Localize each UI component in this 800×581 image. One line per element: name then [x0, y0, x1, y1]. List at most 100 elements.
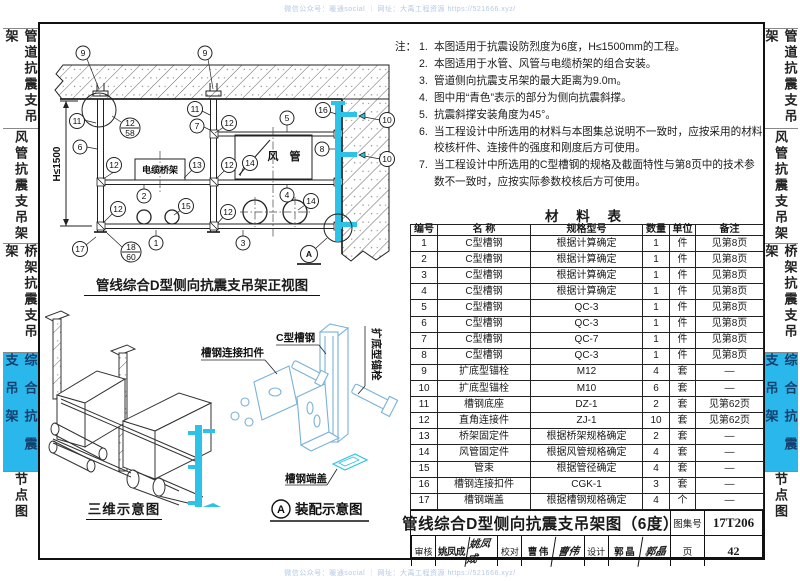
svg-text:11: 11	[73, 116, 82, 126]
svg-text:15: 15	[181, 201, 191, 211]
notes: 注： 1.本图适用于抗震设防烈度为6度，H≤1500mm的工程。 2.本图适用于…	[395, 39, 763, 191]
seismic-brace	[331, 101, 357, 241]
svg-text:14: 14	[245, 158, 255, 168]
svg-text:7: 7	[195, 121, 200, 131]
svg-text:6: 6	[78, 142, 83, 152]
hanger-channel-middle	[205, 83, 222, 233]
svg-text:10: 10	[382, 154, 392, 164]
assembly-title: A 装配示意图	[270, 499, 369, 522]
note-item: 7.当工程设计中所选用的C型槽钢的规格及截面特性与第8页中的技术参数不一致时，应…	[419, 159, 755, 189]
svg-text:12: 12	[109, 160, 119, 170]
right-sidebar: 管道抗震支吊架风管抗震支吊架桥架抗震支吊架综合抗震支吊架节点图	[763, 28, 798, 520]
anchor-bolt-small	[291, 360, 329, 388]
detail-circle-top-left	[81, 92, 117, 128]
sidebar-tab: 综合抗震支吊架	[3, 352, 38, 471]
svg-text:5: 5	[285, 113, 290, 123]
svg-text:11: 11	[191, 104, 200, 114]
signature-row: 审核 姚凤成 姚凤成 校对 曹 伟 曹伟 设计 郭 晶 郭晶	[411, 535, 673, 567]
iso-brace	[188, 425, 221, 507]
svg-text:C型槽钢: C型槽钢	[276, 331, 315, 344]
svg-text:A: A	[306, 249, 312, 259]
signature-group: 审核 姚凤成 姚凤成	[411, 535, 500, 567]
channel-end-cap	[331, 453, 369, 471]
signature: 郭晶	[637, 535, 673, 567]
atlas-number-label: 图集号	[670, 511, 704, 536]
hanger-channel-left	[92, 83, 109, 233]
sidebar-tab: 节点图	[3, 471, 38, 520]
sidebar-tab: 风管抗震支吊架	[3, 128, 38, 243]
note-item: 5.抗震斜撑安装角度为45°。	[419, 108, 556, 121]
material-table-title: 材 料 表	[544, 209, 628, 224]
svg-text:60: 60	[126, 252, 136, 262]
svg-text:18: 18	[126, 242, 136, 252]
signature-group: 校对 曹 伟 曹伟	[497, 535, 587, 567]
sidebar-tab: 综合抗震支吊架	[763, 352, 798, 471]
svg-text:14: 14	[306, 196, 316, 206]
drawing-title: 管线综合D型侧向抗震支吊架图（6度）	[402, 511, 678, 536]
signature: 曹伟	[550, 535, 587, 567]
svg-text:槽钢连接扣件: 槽钢连接扣件	[201, 346, 264, 359]
signature-group: 设计 郭 晶 郭晶	[583, 535, 673, 567]
note-item: 3.管道侧向抗震支吊架的最大距离为9.0m。	[419, 74, 628, 87]
channel-connector-bracket	[230, 365, 341, 452]
front-view-title: 管线综合D型侧向抗震支吊架正视图	[84, 274, 320, 296]
page-label: 页	[670, 536, 704, 566]
iso-view-drawing	[45, 310, 221, 507]
middle-member	[97, 179, 342, 185]
note-item: 2.本图适用于水管、风管与电缆桥架的组合安装。	[419, 57, 657, 70]
sidebar-tab: 风管抗震支吊架	[763, 128, 798, 243]
svg-text:扩底型锚栓: 扩底型锚栓	[370, 328, 383, 381]
svg-text:2: 2	[142, 191, 147, 201]
svg-text:17: 17	[75, 244, 85, 254]
callouts: 9 9 11 12 58 6 11 7 12 5 16 10 8 10 12 1…	[69, 45, 395, 265]
svg-text:A: A	[277, 504, 285, 516]
svg-text:装配示意图: 装配示意图	[294, 501, 363, 517]
note-item: 1.本图适用于抗震设防烈度为6度，H≤1500mm的工程。	[419, 41, 686, 53]
atlas-number: 17T206	[704, 511, 762, 536]
left-sidebar: 管道抗震支吊架风管抗震支吊架桥架抗震支吊架综合抗震支吊架节点图	[3, 28, 38, 520]
front-view-drawing: H≤1500	[52, 45, 395, 265]
svg-text:12: 12	[224, 118, 234, 128]
section-mark-a: A	[297, 245, 321, 265]
note-item: 4.图中用“青色”表示的部分为侧向抗震斜撑。	[419, 91, 632, 104]
svg-text:8: 8	[320, 144, 325, 154]
sidebar-tab: 桥架抗震支吊架	[763, 243, 798, 352]
page-number: 42	[704, 536, 762, 566]
dimension-h1500: H≤1500	[52, 100, 92, 227]
watermark-top: 微信公众号：暖通social ｜ 网址：大禹工程资源 https://52166…	[284, 6, 516, 13]
svg-text:12: 12	[113, 204, 123, 214]
svg-text:4: 4	[285, 190, 290, 200]
svg-text:12: 12	[224, 160, 234, 170]
anchor-bolt-large	[351, 383, 399, 418]
svg-text:9: 9	[81, 48, 86, 58]
sidebar-tab: 管道抗震支吊架	[763, 28, 798, 128]
assembly-labels: 槽钢连接扣件 C型槽钢 扩底型锚栓 槽钢端盖	[201, 326, 383, 486]
svg-text:10: 10	[382, 115, 392, 125]
note-item: 6.当工程设计中所选用的材料与本图集总说明不一致时，应按采用的材料校核杆件、连接…	[419, 125, 763, 155]
svg-text:12: 12	[223, 207, 233, 217]
watermark-bottom: 微信公众号：暖通social ｜ 网址：大禹工程资源 https://52166…	[284, 570, 516, 577]
sidebar-tab: 管道抗震支吊架	[3, 28, 38, 128]
material-table-header: 编号名 称 规格型号数量 单位备注	[410, 224, 764, 236]
svg-text:1: 1	[154, 238, 159, 248]
svg-text:3: 3	[241, 238, 246, 248]
svg-text:12: 12	[125, 118, 135, 128]
notes-prefix: 注：	[395, 41, 417, 53]
cable-tray: 电缆桥架	[134, 151, 186, 193]
ceiling-slab	[54, 64, 390, 100]
title-block: 管线综合D型侧向抗震支吊架图（6度） 图集号 17T206 审核 姚凤成 姚凤成…	[402, 510, 763, 567]
svg-text:9: 9	[203, 48, 208, 58]
